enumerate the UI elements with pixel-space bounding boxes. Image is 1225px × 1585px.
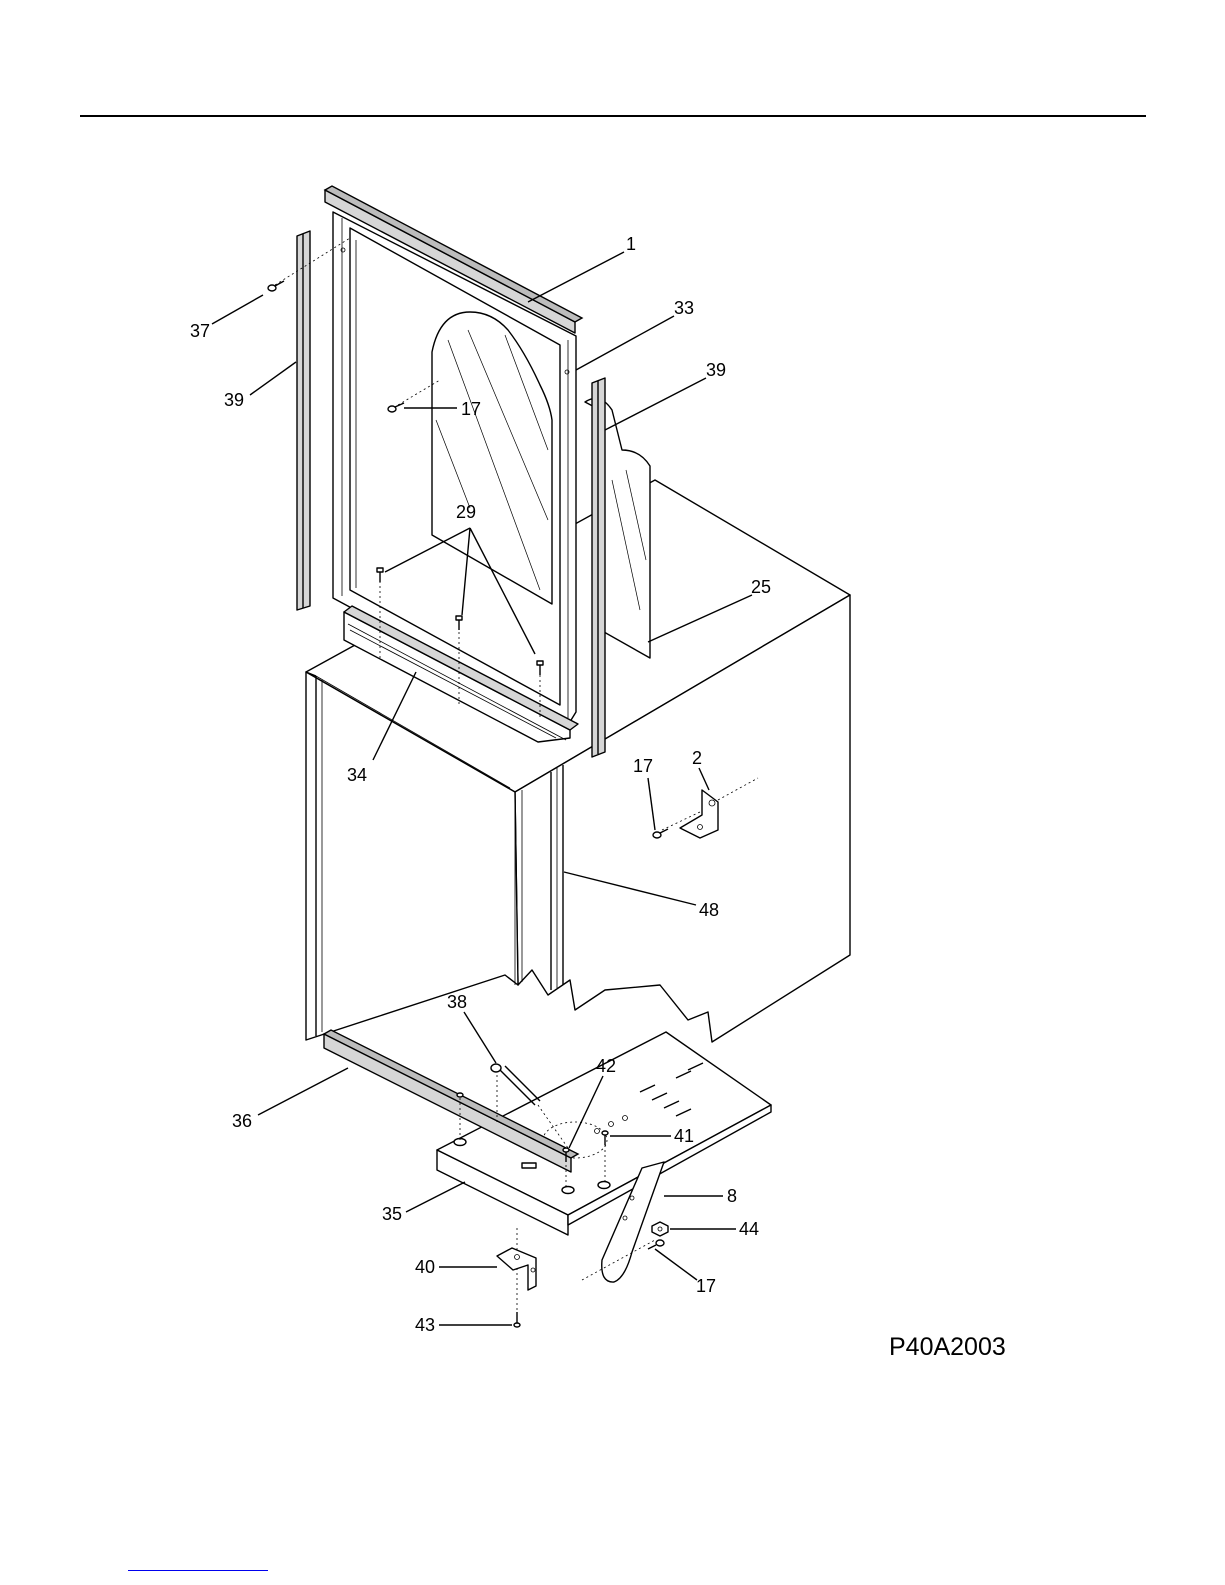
screw-part-17-lower [648,1240,664,1249]
right-side-gasket-part-39 [592,378,605,757]
bracket-part-40 [497,1228,536,1312]
figure-code: P40A2003 [889,1333,1006,1361]
callout-42: 42 [596,1056,616,1076]
callout-33: 33 [674,298,694,318]
callout-35: 35 [382,1204,402,1224]
callout-44: 44 [739,1219,759,1239]
callout-8: 8 [727,1186,737,1206]
callout-39-right: 39 [706,360,726,380]
callout-25: 25 [751,577,771,597]
callout-29: 29 [456,502,476,522]
callout-41: 41 [674,1126,694,1146]
callout-38: 38 [447,992,467,1012]
callout-1: 1 [626,234,636,254]
callout-48: 48 [699,900,719,920]
callout-2: 2 [692,748,702,768]
left-side-gasket-part-39 [297,231,310,610]
callout-17-upper: 17 [461,399,481,419]
screw-part-43 [514,1312,520,1327]
callout-43: 43 [415,1315,435,1335]
callout-17-lower: 17 [696,1276,716,1296]
footer-link-underline[interactable] [128,1570,268,1571]
callout-39-left: 39 [224,390,244,410]
callout-17-mid: 17 [633,756,653,776]
callout-36: 36 [232,1111,252,1131]
callout-37: 37 [190,321,210,341]
callout-40: 40 [415,1257,435,1277]
nut-part-44 [652,1222,668,1236]
callout-34: 34 [347,765,367,785]
